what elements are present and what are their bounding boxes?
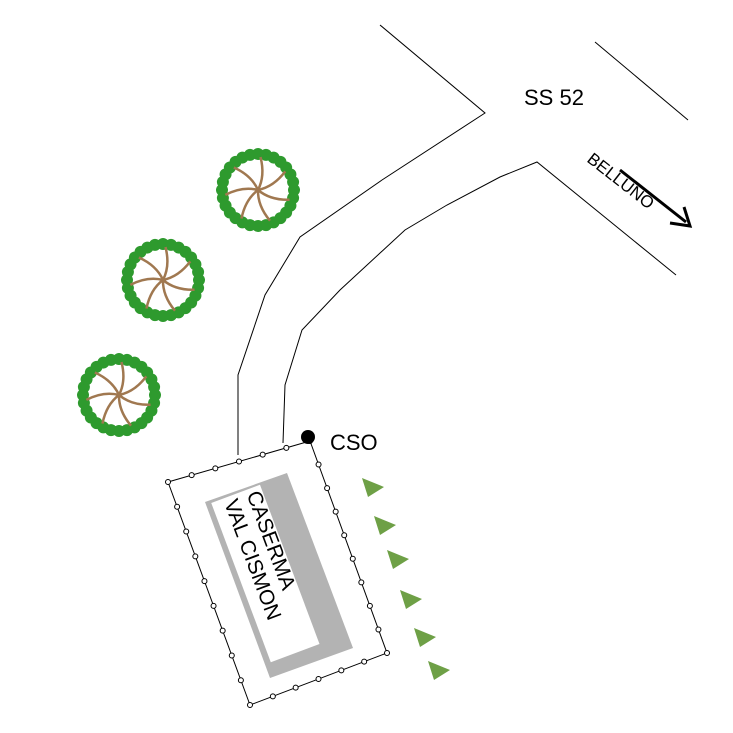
fence-posts — [165, 438, 390, 708]
road-label: SS 52 — [524, 85, 584, 110]
road-edge-right — [282, 161, 677, 444]
fence-post-icon — [375, 626, 382, 633]
fence-post-icon — [237, 677, 244, 684]
fence-post-icon — [201, 578, 208, 585]
trees — [77, 148, 300, 437]
fence-post-icon — [315, 461, 322, 468]
fence-post-icon — [358, 579, 365, 586]
fence-post-icon — [210, 602, 217, 609]
fence-post-icon — [192, 553, 199, 560]
fence-post-icon — [384, 650, 390, 656]
fence-post-icon — [366, 602, 373, 609]
tree-icon — [121, 238, 205, 322]
green-markers — [362, 478, 450, 680]
fence-post-icon — [315, 676, 322, 682]
fence-post-icon — [259, 451, 266, 458]
fence-post-icon — [188, 472, 195, 479]
triangle-marker-icon — [374, 516, 396, 535]
fence-post-icon — [219, 627, 226, 634]
fence-post-icon — [324, 485, 331, 492]
road-edge-far — [594, 41, 689, 121]
road-edges — [237, 24, 689, 455]
triangle-marker-icon — [400, 590, 422, 609]
arrow-shaft — [619, 168, 687, 224]
fence-post-icon — [165, 479, 171, 485]
triangle-marker-icon — [428, 661, 450, 680]
direction-label: BELLUNO — [584, 149, 658, 213]
tree-icon — [216, 148, 300, 232]
building-label-bg — [211, 484, 320, 663]
fence-post-icon — [361, 658, 368, 665]
direction-arrow: BELLUNO — [584, 149, 693, 228]
road-edge-left — [237, 24, 486, 455]
cso-label: CSO — [330, 430, 378, 455]
fence-post-icon — [341, 532, 348, 539]
fence-post-icon — [283, 444, 290, 451]
fence-post-icon — [292, 684, 299, 691]
fence-post-icon — [269, 693, 276, 700]
fence-post-icon — [236, 458, 242, 465]
fence-post-icon — [338, 667, 345, 674]
triangle-marker-icon — [387, 550, 409, 569]
triangle-marker-icon — [414, 628, 436, 647]
cso-point-icon — [301, 430, 315, 444]
fence-post-icon — [332, 508, 339, 515]
fence-post-icon — [247, 702, 253, 708]
arrow-head-icon — [669, 206, 693, 228]
fence-post-icon — [349, 555, 356, 562]
fence-post-icon — [174, 503, 181, 510]
fence-post-icon — [183, 528, 190, 535]
triangle-marker-icon — [362, 478, 384, 497]
fence-post-icon — [212, 465, 219, 472]
fence-post-icon — [228, 652, 235, 659]
tree-icon — [77, 353, 161, 437]
